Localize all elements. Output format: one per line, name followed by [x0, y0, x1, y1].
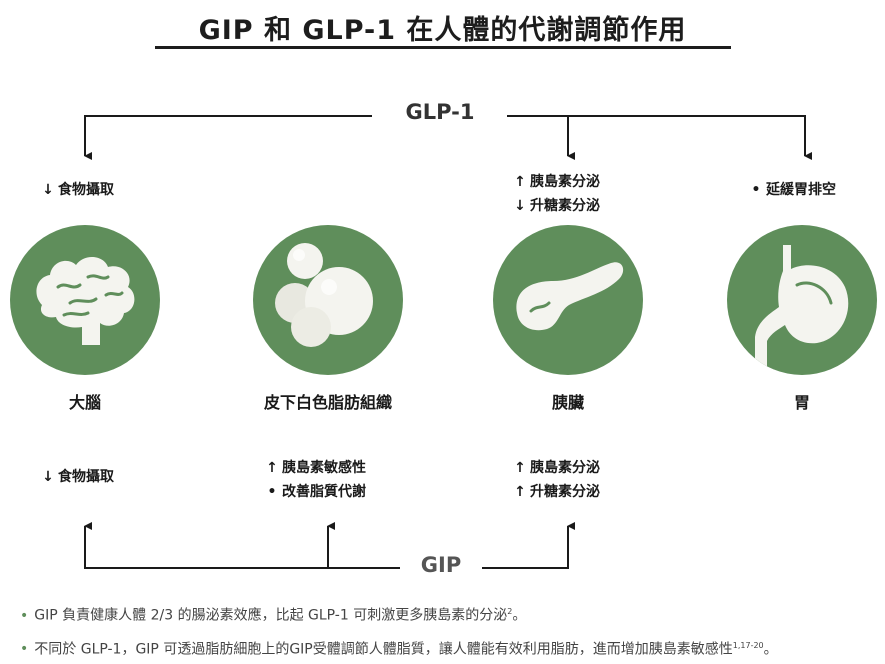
bullet-icon: •: [20, 641, 29, 658]
gip-line-right: [482, 522, 575, 569]
footnote-item: •不同於 GLP-1，GIP 可透過脂肪細胞上的GIP受體調節人體脂質，讓人體能…: [20, 640, 778, 658]
brain-icon: [36, 256, 135, 345]
effect-line: ↑胰島素敏感性: [266, 460, 366, 476]
gip-hub-label: GIP: [420, 553, 462, 577]
glp1-brain-effects: ↓食物攝取: [40, 178, 114, 202]
effect-line: ↑胰島素分泌: [514, 460, 600, 476]
organ-label-pancreas: 胰臟: [551, 393, 585, 412]
title-underline: [155, 46, 731, 49]
pancreas-icon: [516, 262, 624, 331]
pancreas-circle: [493, 225, 643, 375]
glp1-line-right: [507, 115, 812, 160]
effect-line: •改善脂質代謝: [267, 484, 366, 500]
effect-line: ↓升糖素分泌: [514, 198, 600, 214]
effect-line: ↓食物攝取: [42, 469, 114, 485]
stomach-icon: [755, 245, 849, 375]
diagram-title: GIP 和 GLP-1 在人體的代謝調節作用: [198, 15, 687, 46]
fat-cells-icon: [275, 243, 373, 347]
glp1-hub-label: GLP-1: [405, 100, 475, 124]
gip-line-left: [84, 522, 400, 569]
bullet-icon: •: [20, 607, 29, 624]
gip-brain-effects: ↓食物攝取: [40, 465, 114, 489]
gip-fat-effects: ↑胰島素敏感性 •改善脂質代謝: [264, 456, 366, 504]
effect-line: ↓食物攝取: [42, 182, 114, 198]
footnote-item: •GIP 負責健康人體 2/3 的腸泌素效應，比起 GLP-1 可刺激更多胰島素…: [20, 607, 527, 624]
stomach-circle: [727, 225, 877, 375]
glp1-line-left: [84, 115, 372, 160]
glp1-stomach-effects: •延緩胃排空: [748, 178, 836, 202]
organ-label-fat: 皮下白色脂肪組織: [263, 393, 393, 412]
effect-line: •延緩胃排空: [751, 182, 836, 198]
footnotes: •GIP 負責健康人體 2/3 的腸泌素效應，比起 GLP-1 可刺激更多胰島素…: [20, 597, 880, 664]
effect-line: ↑升糖素分泌: [514, 484, 600, 500]
effect-line: ↑胰島素分泌: [514, 174, 600, 190]
organ-label-brain: 大腦: [68, 393, 102, 412]
brain-circle: [10, 225, 160, 375]
fat-tissue-circle: [253, 225, 403, 375]
organ-label-stomach: 胃: [793, 393, 811, 412]
gip-pancreas-effects: ↑胰島素分泌 ↑升糖素分泌: [512, 456, 600, 504]
glp1-pancreas-effects: ↑胰島素分泌 ↓升糖素分泌: [512, 170, 600, 218]
